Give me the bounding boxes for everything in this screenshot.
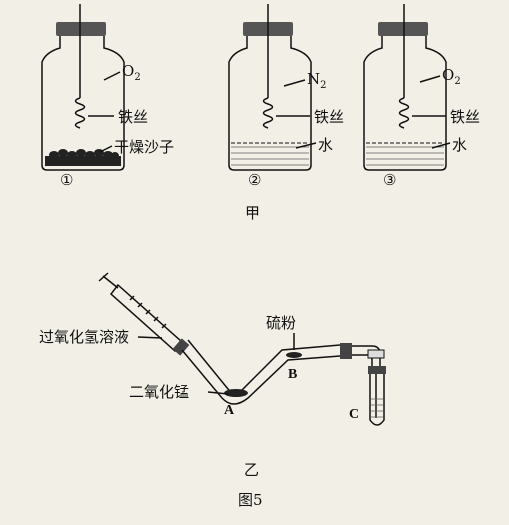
bottle-1-sand <box>45 149 121 166</box>
caption-jia: 甲 <box>245 204 260 222</box>
bottle-2-gas-subscript: 2 <box>320 80 326 91</box>
test-tube-c <box>369 374 385 426</box>
bottle-2-water <box>231 143 309 168</box>
bottle-3-water <box>366 143 444 168</box>
apparatus-yi: 过氧化氢溶液 二氧化锰 A 硫粉 B C <box>39 272 386 426</box>
manganese-dioxide <box>224 389 248 397</box>
bottle-2-bottom-label: 水 <box>318 136 333 154</box>
point-c: C <box>349 407 359 422</box>
v-tube-upper <box>181 349 341 405</box>
figure-caption: 图5 <box>238 491 263 509</box>
bottle-3-wire-label: 铁丝 <box>450 108 480 126</box>
bottle-2-iron-wire <box>262 97 274 129</box>
bottle-1-gas-subscript: 2 <box>134 72 140 83</box>
bottle-1: O2 铁丝 干燥沙子 ① <box>41 4 174 189</box>
sulfur-powder <box>286 352 302 358</box>
bottle-3-gas-subscript: 2 <box>454 76 460 87</box>
svg-text:N2: N2 <box>307 70 327 91</box>
bottle-3: O2 铁丝 水 ③ <box>363 4 480 189</box>
syringe-stopper <box>172 338 190 356</box>
bottle-2-number: ② <box>248 171 261 189</box>
syringe <box>98 272 190 356</box>
bottle-1-stopper <box>56 22 106 36</box>
bottle-3-iron-wire <box>398 97 410 129</box>
bottle-3-gas-label: O <box>442 66 454 84</box>
point-a: A <box>224 403 235 418</box>
sulfur-label: 硫粉 <box>266 314 296 332</box>
svg-text:O2: O2 <box>122 62 141 83</box>
bottle-1-number: ① <box>60 171 73 189</box>
bottle-1-iron-wire <box>74 97 86 129</box>
bottle-3-stopper <box>378 22 428 36</box>
bottle-1-wire-label: 铁丝 <box>118 108 148 126</box>
point-b: B <box>288 367 297 382</box>
bottle-2-wire-label: 铁丝 <box>314 108 344 126</box>
bottle-2-gas-label: N <box>307 70 320 88</box>
bottle-2: N2 铁丝 水 ② <box>228 4 344 189</box>
bottle-3-bottom-label: 水 <box>452 136 467 154</box>
catalyst-label: 二氧化锰 <box>129 383 189 401</box>
bottle-1-bottom-label: 干燥沙子 <box>114 138 174 156</box>
syringe-label: 过氧化氢溶液 <box>39 328 129 346</box>
caption-yi: 乙 <box>244 461 259 479</box>
tube-stopper <box>340 343 352 359</box>
bottle-3-number: ③ <box>383 171 396 189</box>
bottle-1-gas-label: O <box>122 62 134 80</box>
svg-text:O2: O2 <box>442 66 461 87</box>
